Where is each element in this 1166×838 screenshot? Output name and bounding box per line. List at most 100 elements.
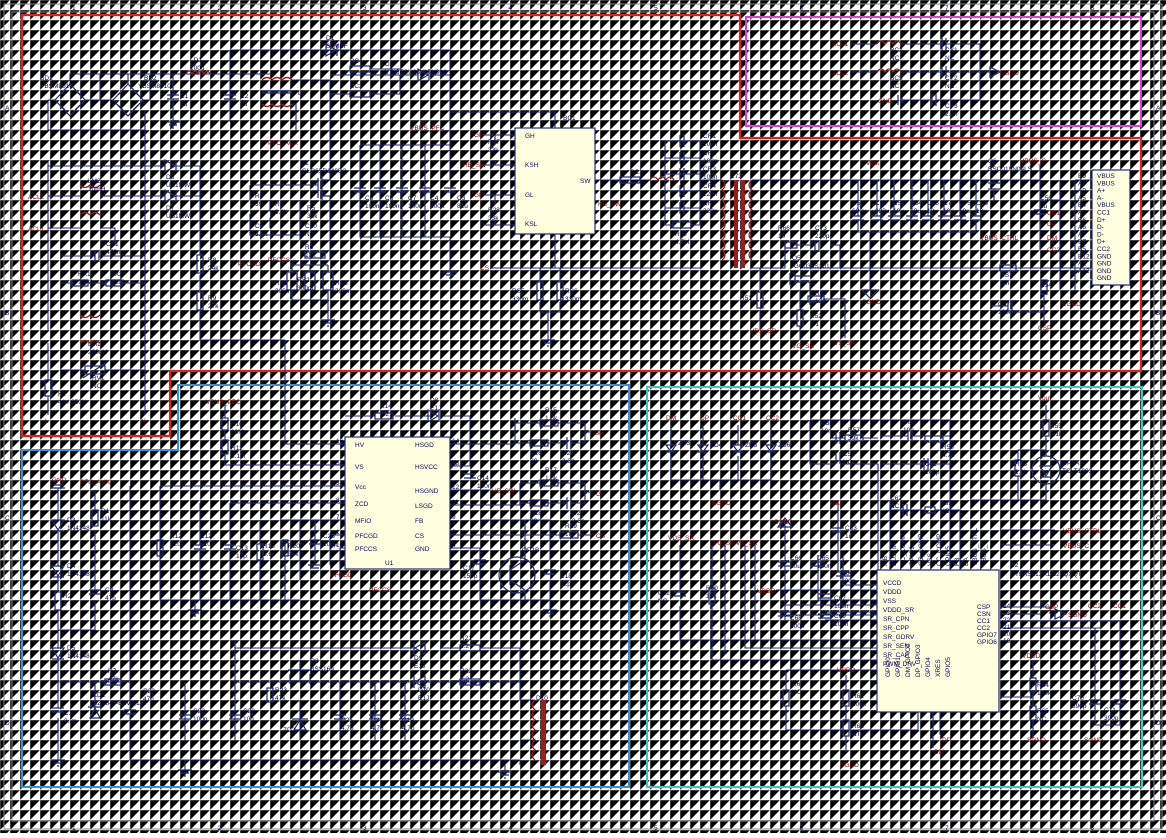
part-ref-r51: R51 bbox=[740, 295, 752, 302]
part-ref-c54: C54 bbox=[910, 200, 922, 207]
part-ref-op1b: OP1B bbox=[522, 547, 539, 554]
part-value-c75: 10u bbox=[959, 208, 970, 215]
net-cc2-3: CC2 bbox=[1088, 603, 1101, 610]
part-value-r6: 18k bbox=[305, 252, 316, 259]
part-ref-c3: C3 bbox=[457, 195, 466, 202]
part-ref-r1: R1 bbox=[101, 508, 110, 515]
gnd-symbol-3 bbox=[321, 319, 335, 327]
u1-pinnum-13: 13 bbox=[452, 460, 460, 467]
part-value-r17: 1.5k bbox=[545, 475, 558, 482]
part-ref-r10: R10 bbox=[231, 421, 243, 428]
net-cs-2: CS bbox=[596, 533, 606, 540]
part-value-c72: NC bbox=[658, 598, 668, 605]
part-value-r58: 4.7k bbox=[942, 452, 955, 459]
part-value-rx1: 1.2M bbox=[78, 279, 92, 286]
part-ref-c57: C57 bbox=[998, 301, 1010, 308]
bulk-caps bbox=[354, 187, 456, 193]
part-ref-r5: R5 bbox=[307, 205, 316, 212]
net-pfcgd-1: PFCGD bbox=[238, 261, 261, 268]
net-vbus-ctrl-1: VBUS_CTRL bbox=[980, 235, 1019, 242]
part-value-c10: NC bbox=[305, 231, 315, 238]
net-gnd-aux: GND bbox=[52, 477, 67, 484]
frame-col-top-7: 7 bbox=[945, 5, 949, 12]
gate-drive-l bbox=[519, 479, 592, 509]
d9-d10-r21-r22 bbox=[413, 640, 481, 690]
part-ref-d4: D4 bbox=[67, 563, 76, 570]
svg-text:KSH: KSH bbox=[525, 162, 539, 169]
u1-pinnum-11: 11 bbox=[452, 499, 459, 506]
part-ref-bc2: BC2 bbox=[890, 47, 903, 54]
c1-capacitor bbox=[167, 88, 179, 108]
part-ref-cr2: CR2 bbox=[703, 150, 716, 157]
part-value-c71: 390p bbox=[1104, 715, 1119, 722]
frame-row-left-D: D bbox=[5, 720, 10, 727]
r51-resistor bbox=[756, 291, 764, 309]
part-value-c23: 47u bbox=[143, 696, 154, 703]
part-value-rs3: 300m bbox=[335, 288, 351, 295]
part-ref-c17: C17 bbox=[463, 565, 475, 572]
part-ref-r68: R68 bbox=[815, 290, 827, 297]
u2-pin-left-0: VCCD bbox=[883, 580, 902, 587]
part-ref-c62: C62 bbox=[890, 495, 902, 502]
u1-pinnum-8: 8 bbox=[336, 497, 340, 504]
part-ref-c65: C65 bbox=[817, 555, 829, 562]
net-acl1-primary: ACL1 bbox=[28, 226, 45, 233]
cn1-pin-7: D- bbox=[1097, 224, 1104, 231]
cn1-pin-2: A+ bbox=[1097, 188, 1105, 195]
c2-capacitor bbox=[224, 94, 236, 100]
frame-col-bottom-6: 6 bbox=[800, 825, 804, 832]
part-ref-r2: R2 bbox=[63, 593, 72, 600]
cn1-pinnum-5: A5 bbox=[1078, 210, 1086, 217]
tr1b-ref: D10 bbox=[536, 695, 548, 702]
u1-pinnum-7: 7 bbox=[336, 514, 340, 521]
net-cc1-1: CC1 bbox=[1047, 210, 1060, 217]
part-value-c53: 10u bbox=[893, 208, 904, 215]
r14-d8 bbox=[374, 408, 440, 424]
u2-pin-right-0: CSP bbox=[977, 604, 990, 611]
frame-col-bottom-3: 3 bbox=[363, 825, 367, 832]
part-value-r54: 1k bbox=[1040, 290, 1048, 297]
part-value-r15: 1.5k bbox=[545, 415, 558, 422]
part-value-c13: 10p bbox=[236, 553, 247, 560]
frame-col-top-2: 2 bbox=[218, 5, 222, 12]
net-hb-sw-1: HB_SW bbox=[463, 162, 487, 169]
part-ref-c9: C9 bbox=[255, 223, 264, 230]
part-ref-d1: D1 bbox=[326, 35, 335, 42]
part-value-r61: NC bbox=[792, 689, 802, 696]
u1-pin-lsgd: LSGD bbox=[415, 503, 433, 510]
u2-pin-top-6: CC_COMP bbox=[936, 533, 943, 566]
part-value-c52: 680u bbox=[875, 208, 890, 215]
net-vbus-pfc-2: VBUS_PFC bbox=[206, 399, 241, 406]
part-ref-c60: C60 bbox=[903, 419, 915, 426]
part-value-r10: 10M bbox=[231, 429, 244, 436]
net-pfccs-2: PFCCS bbox=[369, 587, 392, 594]
part-ref-c25: C25 bbox=[341, 717, 353, 724]
part-value-rs7: 5m bbox=[1000, 280, 1009, 287]
u1-pinnum-5: 5 bbox=[336, 460, 340, 467]
part-ref-d3: D3 bbox=[67, 517, 76, 524]
tr1a-ref: C73 bbox=[730, 173, 742, 180]
net-egnd-2: EGND bbox=[712, 500, 731, 507]
part-ref-r7: R7 bbox=[108, 668, 117, 675]
part-value-c73: 220p bbox=[815, 233, 830, 240]
net-vddd-1: VDDD bbox=[757, 588, 776, 595]
part-value-cx1: 470n bbox=[106, 249, 121, 256]
part-value-c60: 10n bbox=[903, 427, 914, 434]
opto-op1a bbox=[970, 405, 1061, 501]
part-ref-c5: C5 bbox=[365, 195, 374, 202]
part-value-cy1: NC bbox=[945, 55, 955, 62]
net-dm-3: DM bbox=[934, 749, 944, 756]
net-acl2-primary: ACL2 bbox=[28, 194, 45, 201]
frame-row-left-B: B bbox=[5, 310, 9, 317]
gate-drive-h bbox=[515, 419, 592, 449]
sgnd-symbol-2 bbox=[776, 517, 794, 528]
frame-col-top-4: 4 bbox=[509, 5, 513, 12]
u1-pin-fb: FB bbox=[415, 518, 423, 525]
part-value-r13: 5.6k bbox=[263, 551, 276, 558]
part-ref-r57: R57 bbox=[848, 427, 860, 434]
bottom-ic-passives bbox=[782, 669, 919, 752]
gnd-symbol-7 bbox=[308, 564, 322, 572]
net-vout-3: Vout bbox=[830, 500, 843, 507]
part-value-c68: 100n bbox=[790, 623, 805, 630]
